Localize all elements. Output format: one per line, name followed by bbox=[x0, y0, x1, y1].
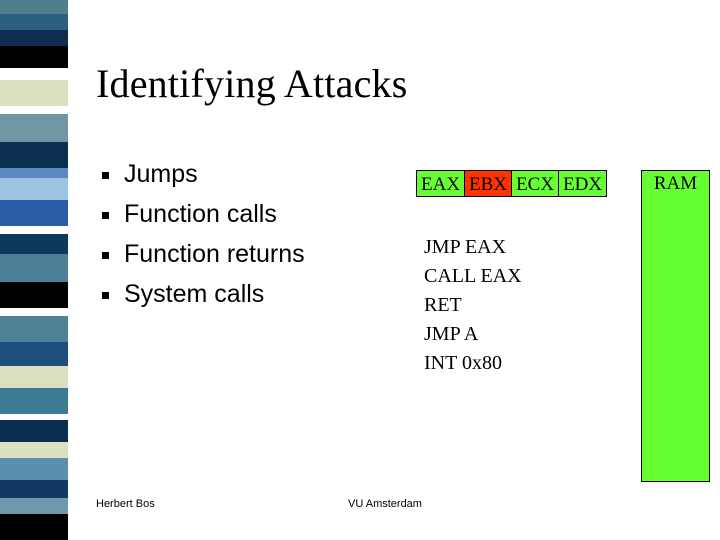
ram-label: RAM bbox=[653, 172, 698, 194]
decorative-stripe bbox=[0, 178, 68, 200]
bullet-square-icon bbox=[96, 288, 124, 301]
decorative-stripe bbox=[0, 168, 68, 178]
code-line: CALL EAX bbox=[424, 265, 522, 287]
decorative-stripe bbox=[0, 308, 68, 316]
bullet-square-icon bbox=[96, 248, 124, 261]
register-cell-ecx: ECX bbox=[511, 170, 559, 197]
ram-block bbox=[641, 170, 710, 482]
code-line: RET bbox=[424, 294, 462, 316]
decorative-stripe bbox=[0, 226, 68, 234]
decorative-stripe bbox=[0, 514, 68, 540]
list-item: System calls bbox=[96, 280, 396, 320]
decorative-stripe bbox=[0, 366, 68, 388]
decorative-stripe bbox=[0, 254, 68, 282]
list-item-label: System calls bbox=[124, 280, 265, 308]
list-item-label: Jumps bbox=[124, 160, 198, 188]
code-listing: JMP EAX CALL EAX RET JMP A INT 0x80 bbox=[424, 233, 522, 378]
list-item: Jumps bbox=[96, 160, 396, 200]
decorative-stripe bbox=[0, 420, 68, 442]
page-title: Identifying Attacks bbox=[96, 61, 408, 106]
decorative-stripe bbox=[0, 480, 68, 498]
decorative-stripe bbox=[0, 498, 68, 514]
code-line: JMP A bbox=[424, 323, 479, 345]
decorative-stripe bbox=[0, 46, 68, 68]
decorative-stripe bbox=[0, 282, 68, 308]
code-line: INT 0x80 bbox=[424, 352, 502, 374]
list-item: Function returns bbox=[96, 240, 396, 280]
decorative-stripe bbox=[0, 234, 68, 254]
decorative-stripe bbox=[0, 388, 68, 414]
decorative-stripe bbox=[0, 80, 68, 106]
list-item-label: Function calls bbox=[124, 200, 277, 228]
footer-author: Herbert Bos bbox=[96, 498, 155, 510]
list-item: Function calls bbox=[96, 200, 396, 240]
decorative-stripe bbox=[0, 106, 68, 114]
decorative-stripe bbox=[0, 142, 68, 168]
decorative-stripe bbox=[0, 316, 68, 342]
decorative-stripe bbox=[0, 414, 68, 420]
register-cell-edx: EDX bbox=[558, 170, 608, 197]
decorative-stripe bbox=[0, 30, 68, 46]
decorative-stripe bbox=[0, 14, 68, 30]
code-line: JMP EAX bbox=[424, 236, 507, 258]
list-item-label: Function returns bbox=[124, 240, 305, 268]
bullet-square-icon bbox=[96, 208, 124, 221]
decorative-stripe-column bbox=[0, 0, 68, 540]
decorative-stripe bbox=[0, 68, 68, 80]
bullet-square-icon bbox=[96, 168, 124, 181]
footer-organization: VU Amsterdam bbox=[348, 498, 422, 510]
decorative-stripe bbox=[0, 114, 68, 142]
decorative-stripe bbox=[0, 442, 68, 458]
decorative-stripe bbox=[0, 342, 68, 366]
register-cell-ebx: EBX bbox=[464, 170, 512, 197]
register-cell-eax: EAX bbox=[416, 170, 465, 197]
decorative-stripe bbox=[0, 0, 68, 14]
decorative-stripe bbox=[0, 458, 68, 480]
decorative-stripe bbox=[0, 200, 68, 226]
